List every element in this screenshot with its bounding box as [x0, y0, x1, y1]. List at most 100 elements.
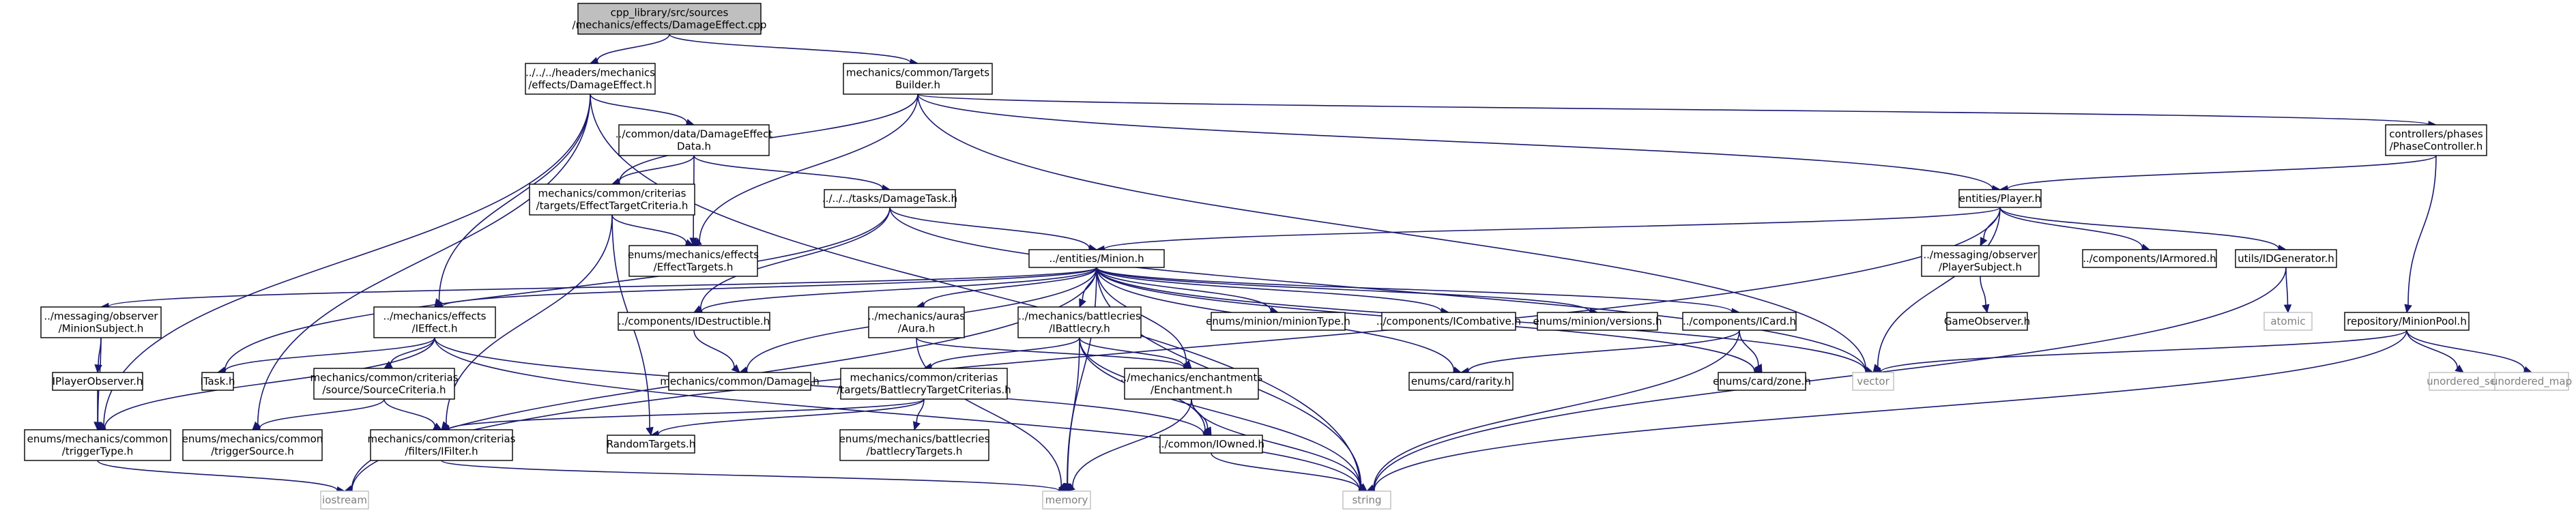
edge-iDestructible-to-damage [693, 329, 735, 368]
node-enchantment[interactable]: ../mechanics/enchantments/Enchantment.h [1120, 368, 1262, 400]
edge-iOwned-to-string [1211, 452, 1361, 490]
node-triggerType[interactable]: enums/mechanics/common/triggerType.h [24, 429, 171, 461]
node-minionPool[interactable]: repository/MinionPool.h [2344, 312, 2470, 331]
edge-enchantment-to-string [1191, 398, 1361, 488]
node-sourceCriteria[interactable]: mechanics/common/criterias/source/Source… [310, 368, 459, 400]
arrowhead-damageEffectData-to-effectTargets [689, 237, 697, 247]
edge-minion-to-iEffect [442, 267, 1097, 308]
node-label-minionSubject-line-1: /MinionSubject.h [59, 323, 144, 335]
node-label-minionType-line-0: enums/minion/minionType.h [1206, 315, 1350, 327]
node-damageEffectH[interactable]: ../../../headers/mechanics/effects/Damag… [525, 63, 656, 95]
node-playerObserver[interactable]: IPlayerObserver.h [52, 372, 143, 391]
node-iTask[interactable]: ITask.h [200, 372, 235, 391]
arrowhead-minionPool-to-unorderedSet [2455, 364, 2464, 373]
node-iCard[interactable]: ../components/ICard.h [1682, 312, 1797, 331]
node-box-idGenerator [2235, 249, 2337, 268]
edge-damageEffectH-to-triggerType [103, 93, 591, 426]
node-label-string-line-0: string [1352, 494, 1381, 506]
node-iArmored[interactable]: ../components/IArmored.h [2082, 249, 2217, 268]
edge-targetsBuilder-to-effectTargets [699, 93, 918, 241]
edge-playerSubject-to-gameObserver [1980, 276, 1986, 306]
node-iostream[interactable]: iostream [320, 490, 369, 510]
node-atomic[interactable]: atomic [2263, 312, 2313, 331]
node-minionSubject[interactable]: ../messaging/observer/MinionSubject.h [40, 306, 162, 338]
node-phaseController[interactable]: controllers/phases/PhaseController.h [2385, 124, 2487, 156]
node-label-targetsBuilder-line-0: mechanics/common/Targets [846, 67, 989, 79]
arrowhead-enchantment-to-memory [1066, 483, 1075, 492]
node-box-gameObserver [1946, 312, 2028, 331]
node-label-iTask-line-0: ITask.h [200, 375, 235, 387]
node-iBattlecry[interactable]: ../mechanics/battlecries/IBattlecry.h [1017, 306, 1142, 338]
node-box-memory [1042, 490, 1091, 510]
node-label-effectTargets-line-0: enums/mechanics/effects [628, 249, 759, 261]
node-playerSubject[interactable]: ../messaging/observer/PlayerSubject.h [1921, 245, 2040, 277]
arrowhead-minion-to-iBattlecry [1079, 298, 1086, 308]
node-label-triggerSource-line-0: enums/mechanics/common [182, 433, 323, 445]
edge-iCard-to-string [1373, 329, 1740, 488]
node-iDestructible[interactable]: ../components/IDestructible.h [618, 312, 770, 331]
node-gameObserver[interactable]: GameObserver.h [1944, 312, 2030, 331]
node-iOwned[interactable]: ../common/IOwned.h [1158, 435, 1264, 454]
node-battlecryTargets[interactable]: enums/mechanics/battlecries/battlecryTar… [839, 429, 990, 461]
edge-iBattlecry-to-battlecryTargetCriterias [930, 337, 1080, 368]
edge-iFilter-to-memory [441, 460, 1060, 492]
node-triggerSource[interactable]: enums/mechanics/common/triggerSource.h [182, 429, 323, 461]
arrowhead-effectTargetCriteria-to-randomTargets [646, 426, 654, 437]
node-unorderedMap[interactable]: unordered_map [2491, 372, 2572, 391]
node-root[interactable]: cpp_library/src/sources/mechanics/effect… [573, 3, 767, 35]
node-box-unorderedMap [2494, 372, 2569, 391]
node-label-memory-line-0: memory [1045, 494, 1088, 506]
node-label-playerSubject-line-1: /PlayerSubject.h [1939, 261, 2022, 274]
node-versions[interactable]: enums/minion/versions.h [1533, 312, 1662, 331]
node-box-iTask [201, 372, 234, 391]
node-box-iDestructible [618, 312, 770, 331]
node-label-unorderedSet-line-0: unordered_set [2427, 375, 2500, 388]
node-string[interactable]: string [1342, 490, 1391, 510]
node-label-battlecryTargetCriterias-line-1: /targets/BattlecryTargetCriterias.h [837, 384, 1011, 396]
node-box-damageTask [824, 189, 956, 208]
node-minionType[interactable]: enums/minion/minionType.h [1206, 312, 1350, 331]
node-rarity[interactable]: enums/card/rarity.h [1408, 372, 1514, 391]
node-zone[interactable]: enums/card/zone.h [1713, 372, 1811, 391]
node-label-sourceCriteria-line-1: /source/SourceCriteria.h [322, 384, 446, 396]
node-damage[interactable]: mechanics/common/Damage.h [660, 372, 820, 391]
node-iCombative[interactable]: ../components/ICombative.h [1376, 312, 1521, 331]
arrowhead-iEffect-to-sourceCriteria [383, 361, 393, 369]
edge-iCard-to-zone [1739, 329, 1759, 366]
node-idGenerator[interactable]: utils/IDGenerator.h [2235, 249, 2337, 268]
node-aura[interactable]: ../mechanics/auras/Aura.h [868, 306, 965, 338]
node-unorderedSet[interactable]: unordered_set [2427, 372, 2500, 391]
node-box-battlecryTargets [839, 429, 989, 461]
edge-effectTargetCriteria-to-iFilter [446, 214, 613, 424]
node-memory[interactable]: memory [1042, 490, 1091, 510]
node-box-iOwned [1159, 435, 1263, 454]
edge-triggerType-to-iostream [97, 460, 338, 491]
node-effectTargetCriteria[interactable]: mechanics/common/criterias/targets/Effec… [529, 184, 695, 216]
node-damageTask[interactable]: ../../../tasks/DamageTask.h [822, 189, 957, 208]
node-label-playerObserver-line-0: IPlayerObserver.h [53, 375, 143, 387]
node-minion[interactable]: ../entities/Minion.h [1028, 249, 1165, 268]
node-label-iArmored-line-0: ../components/IArmored.h [2083, 252, 2216, 265]
edge-damageEffectData-to-effectTargetCriteria [618, 155, 695, 182]
node-label-triggerType-line-0: enums/mechanics/common [27, 433, 169, 445]
edge-player-to-iArmored [1999, 207, 2143, 248]
node-effectTargets[interactable]: enums/mechanics/effects/EffectTargets.h [628, 245, 759, 277]
node-label-idGenerator-line-0: utils/IDGenerator.h [2238, 252, 2334, 265]
node-vector[interactable]: vector [1852, 372, 1894, 391]
edge-root-to-damageEffectH [596, 33, 670, 61]
node-iEffect[interactable]: ../mechanics/effects/IEffect.h [373, 306, 496, 338]
node-box-minionSubject [40, 306, 162, 338]
edge-targetsBuilder-to-player [917, 93, 1993, 190]
edge-minionPool-to-unorderedMap [2406, 329, 2526, 370]
node-iFilter[interactable]: mechanics/common/criterias/filters/IFilt… [368, 429, 516, 461]
edge-minionPool-to-unorderedSet [2406, 329, 2458, 368]
node-label-gameObserver-line-0: GameObserver.h [1944, 315, 2030, 327]
node-label-iDestructible-line-0: ../components/IDestructible.h [618, 315, 770, 327]
node-randomTargets[interactable]: RandomTargets.h [607, 435, 696, 454]
node-battlecryTargetCriterias[interactable]: mechanics/common/criterias/targets/Battl… [837, 368, 1011, 400]
node-player[interactable]: entities/Player.h [1958, 189, 2042, 208]
node-box-root [577, 3, 762, 35]
